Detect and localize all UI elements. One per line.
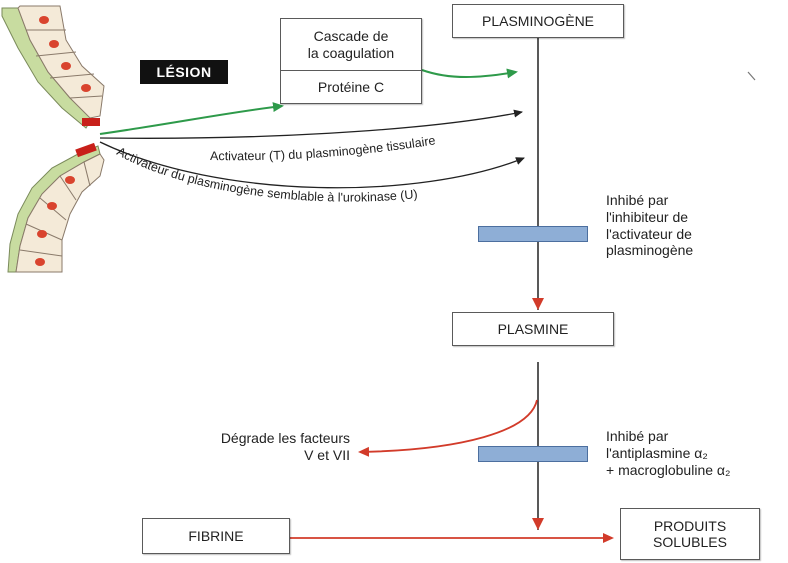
arrowhead-to-plasmine — [532, 298, 544, 310]
nucleus-7 — [37, 230, 47, 238]
fibrine-box: FIBRINE — [142, 518, 290, 554]
nucleus-1 — [39, 16, 49, 24]
vessel-wall-lower — [7, 142, 105, 273]
nucleus-5 — [65, 176, 75, 184]
plasmine-box: PLASMINE — [452, 312, 614, 346]
inhibitor-bar-1 — [478, 226, 588, 242]
inhibitor-bar-2 — [478, 446, 588, 462]
nucleus-3 — [61, 62, 71, 70]
nucleus-6 — [47, 202, 57, 210]
degrade-line-1: Dégrade les facteurs — [220, 430, 350, 446]
degrade-text: Dégrade les facteurs V et VII — [150, 430, 350, 464]
inhibe-text-1: Inhibé par l'inhibiteur de l'activateur … — [606, 192, 693, 259]
nucleus-2 — [49, 40, 59, 48]
inhibe1-line-3: l'activateur de — [606, 225, 692, 242]
degrade-line-2: V et VII — [304, 446, 350, 463]
cascade-box: Cascade de la coagulation Protéine C — [280, 18, 422, 104]
nucleus-8 — [35, 258, 45, 266]
inhibe2-line-2: l'antiplasmine α₂ — [606, 444, 708, 461]
lesion-edge-lower — [75, 142, 97, 158]
arrow-activateur-u — [99, 141, 525, 189]
label-activateur-t: Activateur (T) du plasminogène tissulair… — [210, 133, 436, 163]
inhibe1-line-2: l'inhibiteur de — [606, 208, 689, 225]
inhibe1-line-1: Inhibé par — [606, 192, 669, 208]
stray-mark — [747, 71, 756, 81]
plasminogene-box: PLASMINOGÈNE — [452, 4, 624, 38]
cascade-line-2: la coagulation — [307, 44, 395, 61]
nucleus-4 — [81, 84, 91, 92]
produits-line-2: SOLUBLES — [653, 534, 727, 550]
arrowhead-to-produits — [532, 518, 544, 530]
vessel-wall-upper — [1, 5, 105, 129]
produits-line-1: PRODUITS — [653, 517, 727, 534]
inhibe2-line-1: Inhibé par — [606, 428, 669, 444]
lesion-label: LÉSION — [140, 60, 228, 84]
arrow-cascade-to-plasminogene — [421, 68, 518, 79]
inhibe-text-2: Inhibé par l'antiplasmine α₂ + macroglob… — [606, 428, 730, 478]
arrow-activateur-t — [99, 109, 523, 139]
cascade-coagulation-cell: Cascade de la coagulation — [281, 19, 421, 71]
arrow-lesion-to-cascade — [99, 102, 284, 135]
cascade-line-1: Cascade de — [313, 27, 389, 44]
lesion-edge-upper — [82, 118, 100, 126]
inhibe1-line-4: plasminogène — [606, 242, 694, 259]
label-activateur-t-path: Activateur (T) du plasminogène tissulair… — [210, 133, 436, 163]
produits-solubles-box: PRODUITS SOLUBLES — [620, 508, 760, 560]
inhibe2-line-3: + macroglobuline α₂ — [606, 461, 731, 478]
arrow-degrade — [358, 399, 538, 457]
proteine-c-cell: Protéine C — [317, 79, 385, 95]
